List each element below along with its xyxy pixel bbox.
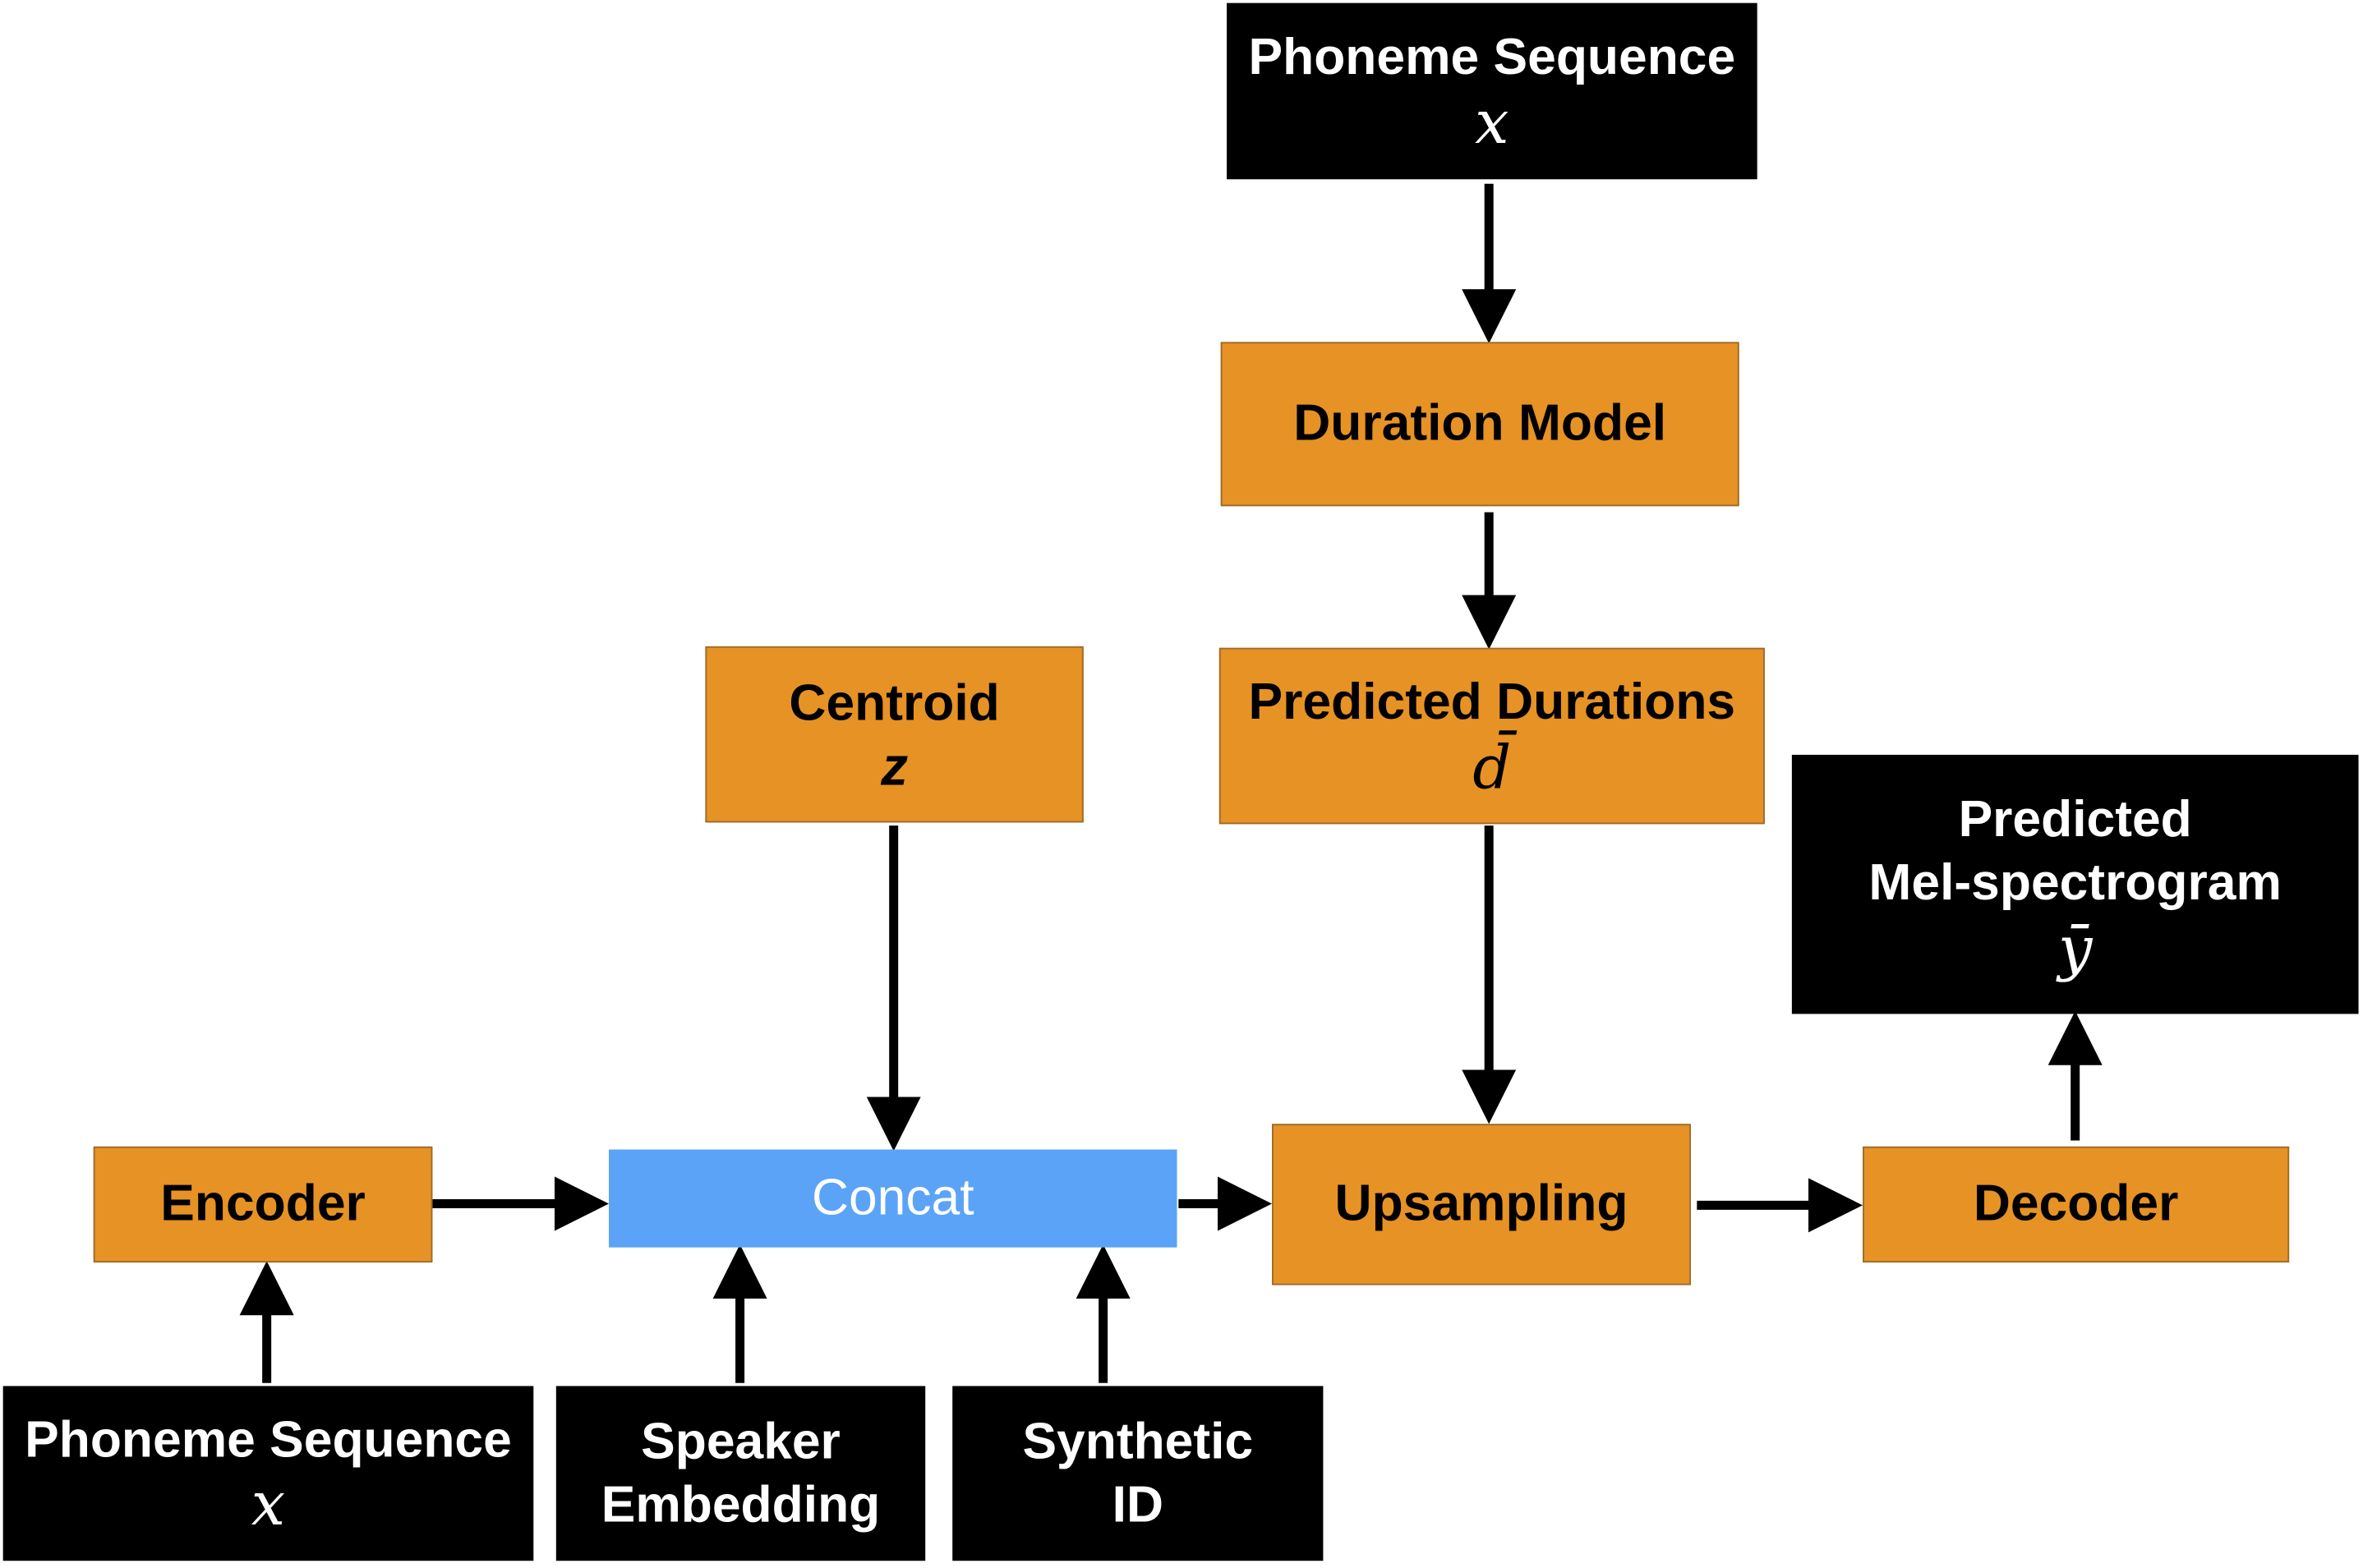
concat-label: Concat — [811, 1169, 974, 1227]
upsampling-node: Upsampling — [1272, 1124, 1691, 1285]
duration-model-label: Duration Model — [1293, 395, 1667, 453]
phoneme-sequence-bottom-node: Phoneme Sequence x — [2, 1386, 534, 1561]
centroid-label: Centroid — [789, 675, 1000, 733]
speaker-embedding-label-line1: Speaker — [641, 1412, 841, 1470]
predicted-mel-label-line2: Mel-spectrogram — [1868, 853, 2282, 912]
synthetic-id-node: Synthetic ID — [952, 1386, 1324, 1561]
phoneme-sequence-top-label: Phoneme Sequence — [1248, 29, 1736, 87]
phoneme-sequence-top-var: x — [1475, 88, 1509, 159]
predicted-mel-var: ȳ — [2057, 913, 2093, 983]
centroid-var: z — [881, 735, 909, 798]
predicted-durations-var: d̄ — [1472, 733, 1512, 803]
encoder-label: Encoder — [160, 1175, 366, 1233]
decoder-node: Decoder — [1863, 1146, 2290, 1263]
centroid-node: Centroid z — [705, 646, 1084, 823]
synthetic-id-label-line1: Synthetic — [1022, 1412, 1254, 1470]
phoneme-sequence-bottom-label: Phoneme Sequence — [25, 1411, 512, 1469]
phoneme-sequence-top-node: Phoneme Sequence x — [1227, 2, 1757, 180]
predicted-mel-label-line1: Predicted — [1958, 790, 2192, 848]
duration-model-node: Duration Model — [1220, 342, 1739, 507]
speaker-embedding-label-line2: Embedding — [601, 1476, 881, 1534]
speaker-embedding-node: Speaker Embedding — [555, 1386, 926, 1561]
predicted-mel-spectrogram-node: Predicted Mel-spectrogram ȳ — [1791, 754, 2359, 1014]
decoder-label: Decoder — [1973, 1175, 2179, 1233]
concat-node: Concat — [609, 1149, 1177, 1248]
phoneme-sequence-bottom-var: x — [251, 1470, 286, 1541]
upsampling-label: Upsampling — [1334, 1175, 1628, 1233]
predicted-durations-node: Predicted Durations d̄ — [1218, 647, 1765, 825]
synthetic-id-label-line2: ID — [1112, 1476, 1164, 1534]
encoder-node: Encoder — [93, 1146, 433, 1263]
predicted-durations-label: Predicted Durations — [1248, 674, 1736, 732]
